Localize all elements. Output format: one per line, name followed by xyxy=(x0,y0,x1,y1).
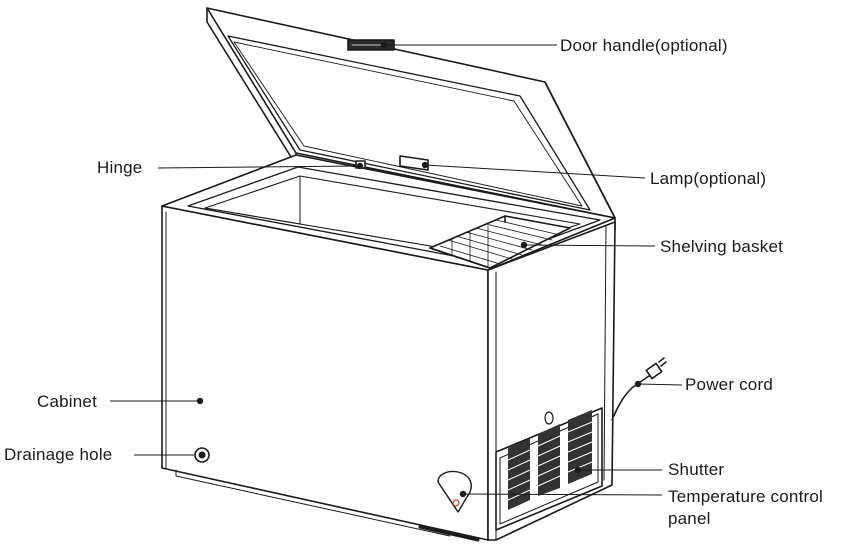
label-shelving-basket: Shelving basket xyxy=(660,237,784,256)
label-cabinet: Cabinet xyxy=(37,392,97,411)
lamp xyxy=(399,155,429,171)
label-door-handle: Door handle(optional) xyxy=(560,36,728,55)
shutter xyxy=(495,407,603,531)
label-power-cord: Power cord xyxy=(685,375,773,394)
drainage-hole xyxy=(194,447,210,463)
label-temperature-control-panel-line2: panel xyxy=(668,509,711,528)
shelving-basket xyxy=(429,215,571,269)
power-cord xyxy=(611,357,667,421)
label-temperature-control-panel: Temperature control xyxy=(668,487,823,506)
label-lamp: Lamp(optional) xyxy=(650,169,767,188)
label-hinge: Hinge xyxy=(97,158,143,177)
temperature-control-panel xyxy=(437,470,472,513)
leader-lines xyxy=(110,41,683,498)
label-shutter: Shutter xyxy=(668,460,725,479)
label-drainage-hole: Drainage hole xyxy=(4,445,113,464)
lid xyxy=(206,7,616,231)
